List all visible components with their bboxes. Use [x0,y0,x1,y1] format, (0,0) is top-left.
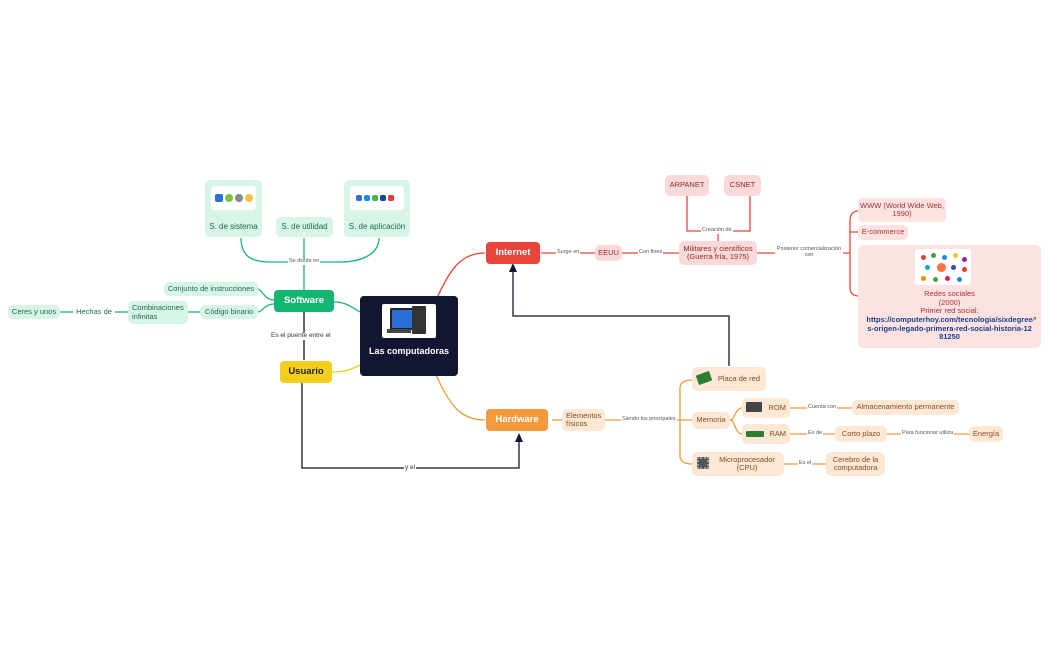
ram-stick-icon [746,431,764,437]
software-node[interactable]: Software [274,290,334,312]
microprocesador-node[interactable]: Microprocesador (CPU) [692,452,784,476]
energia-node[interactable]: Energía [969,426,1003,442]
social-network-icon [915,249,971,285]
computer-image [382,304,436,338]
s-utilidad-node[interactable]: S. de utilidad [276,217,333,237]
creacion-label: Creación de [701,227,733,234]
hechas-de-label: Hechas de [76,306,112,316]
network-card-icon [695,370,713,386]
ceros-unos-node[interactable]: Ceres y unos [8,305,60,319]
s-aplicacion-node[interactable]: S. de aplicación [344,180,410,237]
external-link-icon[interactable]: ↗ [1030,315,1037,324]
hardware-node[interactable]: Hardware [486,409,548,431]
almacenamiento-node[interactable]: Almacenamiento permanente [852,400,959,415]
es-de-label: Es de [807,430,824,437]
corto-plazo-node[interactable]: Corto plazo [835,426,887,442]
se-divide-label: Se divide en [288,258,321,265]
usuario-node[interactable]: Usuario [280,361,332,383]
csnet-node[interactable]: CSNET [724,175,761,196]
cpu-icon [697,457,709,469]
app-logos-icon [350,186,404,210]
memoria-node[interactable]: Memoria [692,412,730,429]
eeuu-node[interactable]: EEUU [595,245,622,261]
cuenta-con-label: Cuenta con [807,404,838,411]
center-title: Las computadoras [368,346,450,356]
primer-red-label: Primer red social: [920,306,979,316]
rom-node[interactable]: ROM [742,398,790,418]
ecommerce-node[interactable]: E-commerce [858,225,908,240]
elementos-fisicos-node[interactable]: Elementos físicos [562,409,605,431]
rom-label: ROM [768,402,787,412]
con-fines-label: Con fines [638,249,664,256]
s-sistema-label: S. de sistema [209,221,258,231]
rom-chip-icon [746,402,762,412]
combinaciones-node[interactable]: Combinaciones infinitas [128,301,188,324]
ram-label: RAM [769,428,786,438]
puente-label: Es el puente entre el [270,332,332,340]
arpanet-node[interactable]: ARPANET [665,175,709,196]
posterior-label: Posterior comercialización con [775,246,843,259]
militares-node[interactable]: Militares y científicos (Guerra fría, 19… [679,241,757,265]
os-logos-icon [211,186,256,210]
placa-red-label: Placa de red [717,373,760,383]
internet-node[interactable]: Internet [486,242,540,264]
placa-red-node[interactable]: Placa de red [692,367,766,391]
codigo-binario-node[interactable]: Código binario [200,305,258,319]
y-el-label: y el [404,464,417,472]
microprocesador-label: Microprocesador (CPU) [719,454,775,472]
es-el-label: Es el [798,460,813,467]
surge-en-label: Surge en [556,249,581,256]
sixdegrees-link[interactable]: https://computerhoy.com/tecnologia/sixde… [866,314,1033,342]
ram-node[interactable]: RAM [742,424,790,444]
cerebro-node[interactable]: Cerebro de la computadora [826,452,885,476]
center-node[interactable]: Las computadoras [360,296,458,376]
s-sistema-node[interactable]: S. de sistema [205,180,262,237]
s-aplicacion-label: S. de aplicación [348,221,406,231]
redes-sociales-label: Redes sociales [924,289,975,298]
redes-year-label: (2000) [938,297,961,307]
www-node[interactable]: WWW (World Wide Web, 1990) [858,198,946,222]
para-funcionar-label: Para funcionar utiliza [901,430,955,437]
redes-sociales-node[interactable]: Redes sociales (2000) Primer red social:… [858,245,1041,348]
conjunto-node[interactable]: Conjunto de instrucciones [164,282,258,296]
siendo-label: Siendo los principales [621,416,677,423]
